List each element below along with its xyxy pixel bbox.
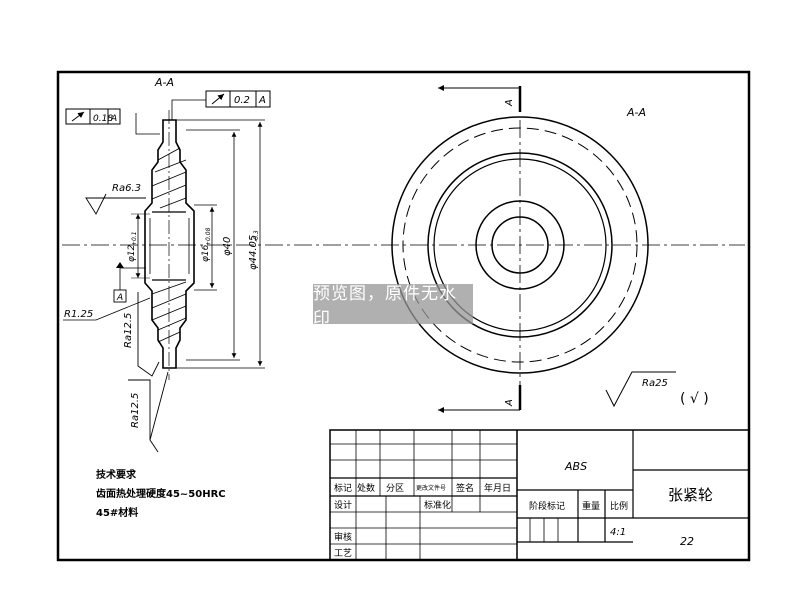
- dim-d2-tol: +0.08: [205, 227, 212, 246]
- tolerance-2-value: 0.2: [234, 95, 250, 106]
- datum-box: [113, 289, 127, 303]
- tb-h-zone: 分区: [386, 483, 404, 494]
- tolerance-frame-2: 0.2 A: [205, 90, 271, 108]
- tb-h-count: 处数: [357, 482, 375, 494]
- tolerance-1-value: 0.18: [93, 114, 113, 124]
- roughness-ra125-a: Ra12.5: [123, 313, 134, 348]
- tb-material: ABS: [564, 460, 587, 473]
- tb-r-std: 标准化: [424, 499, 451, 511]
- hub-circle-1: [427, 152, 613, 338]
- tech-line-2: 45#材料: [96, 506, 138, 519]
- section-label: A-A: [154, 76, 174, 89]
- dim-d4-tol: -0.3: [253, 230, 260, 242]
- tech-line-1: 齿面热处理硬度45~50HRC: [96, 487, 226, 500]
- tooth-pitch-circle: [402, 127, 638, 363]
- roughness-ra125-b: Ra12.5: [130, 393, 141, 428]
- tb-h-weight: 重量: [582, 500, 600, 512]
- other-finish-symbol: ( √ ): [680, 391, 709, 407]
- tb-r-check: 审核: [334, 531, 352, 543]
- hub-circle-2: [433, 158, 607, 332]
- front-view-label: A-A: [626, 106, 646, 119]
- section-profile: [144, 119, 195, 369]
- tb-part-name: 张紧轮: [668, 486, 713, 504]
- hatching: [151, 147, 187, 343]
- title-block: [329, 429, 750, 561]
- tb-h-stage: 阶段标记: [529, 500, 565, 512]
- tolerance-1-datum: A: [110, 114, 117, 124]
- tb-h-scale: 比例: [610, 500, 628, 512]
- hub-circle-3: [475, 200, 565, 290]
- cut-label-bottom: A: [504, 399, 515, 407]
- roughness-ra63: Ra6.3: [112, 183, 141, 194]
- tb-h-date: 年月日: [484, 482, 511, 494]
- roughness-ra25: Ra25: [642, 378, 668, 389]
- tb-scale-value: 4:1: [610, 527, 626, 538]
- datum-a-label: A: [116, 293, 123, 303]
- tb-h-sign: 签名: [456, 482, 474, 494]
- watermark: 预览图，原件无水印: [313, 284, 473, 329]
- dim-d1: φ12: [127, 244, 137, 262]
- dim-d1-tol: +0.1: [131, 231, 138, 246]
- dim-d4: φ44.05: [248, 235, 259, 270]
- dim-d2: φ16: [201, 244, 211, 262]
- bore-circle: [491, 216, 549, 274]
- tolerance-frame-1: 0.18 A: [65, 108, 121, 125]
- tb-r-proc: 工艺: [334, 548, 352, 559]
- tb-r-design: 设计: [334, 499, 352, 511]
- radius-label: R1.25: [64, 309, 93, 320]
- front-view: [391, 85, 649, 413]
- tolerance-2-datum: A: [258, 95, 266, 106]
- dim-d3: φ40: [222, 237, 233, 256]
- tb-drawing-no: 22: [680, 535, 694, 548]
- section-view: [62, 99, 745, 453]
- general-roughness: [605, 371, 676, 408]
- outer-circle: [391, 116, 649, 374]
- tech-title: 技术要求: [96, 468, 137, 481]
- tb-h-mark: 标记: [334, 482, 352, 494]
- tb-h-docno: 更改文件号: [416, 484, 446, 492]
- cut-label-top: A: [504, 99, 515, 107]
